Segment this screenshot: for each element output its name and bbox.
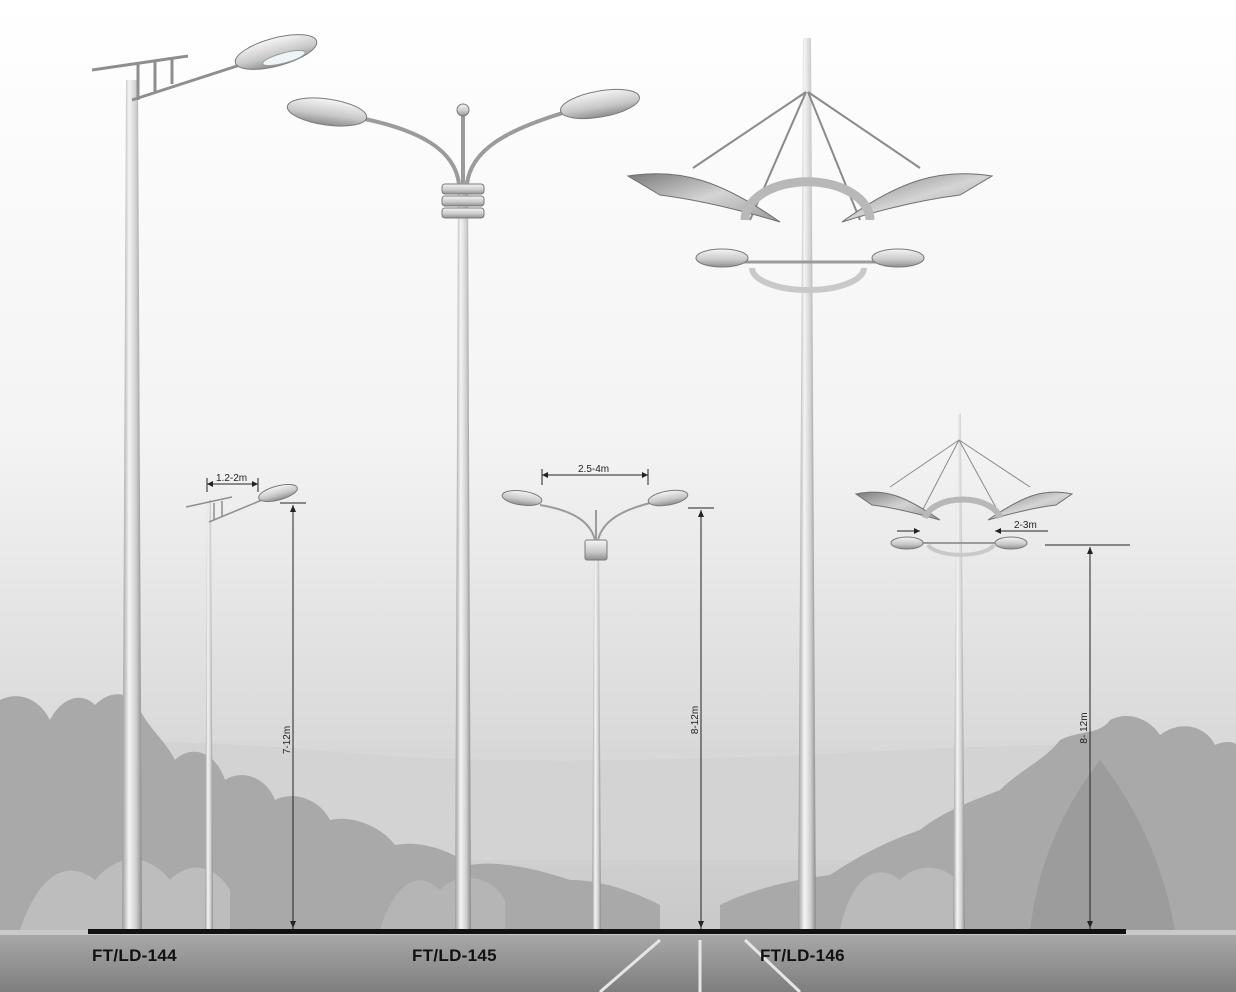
lamp-head-145-right [560,88,640,120]
lamp-head-145-small-right [647,489,689,507]
lamp-head-146-small-right [994,536,1028,550]
arm-span-144: 1.2-2m [216,473,247,484]
lamp-head-146-small-left [890,536,924,550]
pole-144-small [205,500,213,929]
dimension-arrows [207,472,1093,928]
road-surface [0,935,1236,992]
lamp-145-large [286,88,640,929]
lamp-head-146-left [695,248,749,268]
arm-span-145: 2.5-4m [578,464,609,475]
model-label-144: FT/LD-144 [92,946,177,965]
sail-146-left [626,173,781,223]
lamp-head-144 [234,34,318,70]
bracket-144 [91,54,241,102]
model-label-146: FT/LD-146 [760,946,845,965]
arc-ring-146 [740,177,875,221]
sail-146-right [841,173,994,223]
road-markings [599,938,802,992]
pole-145 [455,180,471,929]
model-label-145: FT/LD-145 [412,946,497,965]
pole-145-small [592,540,601,929]
pole-144 [122,80,142,929]
arms-145 [359,110,567,185]
ground-line [88,929,1126,934]
tree-line-right [720,715,1236,930]
lamp-head-145-small-left [501,490,543,506]
lamp-144-small [185,483,298,929]
arm-span-146: 2-3m [1014,520,1037,531]
lamp-146-small [854,414,1074,929]
lamp-145-small [501,489,689,929]
lamp-head-144-small [258,483,298,503]
lamp-head-146-right [871,248,925,268]
height-range-146: 8- 12m [1079,712,1090,743]
lamp-head-145-left [286,97,368,127]
dimension-lines [206,469,1130,929]
height-range-144: 7-12m [282,726,293,754]
lamp-146-large [626,38,994,929]
height-range-145: 8-12m [690,706,701,734]
collar-145 [441,183,485,219]
lamp-144-large [91,34,318,929]
